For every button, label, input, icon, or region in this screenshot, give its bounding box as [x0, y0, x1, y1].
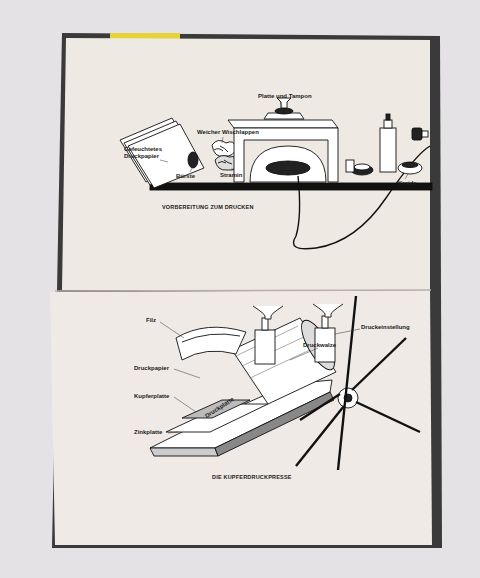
part-label: Druckpapier: [134, 365, 169, 372]
part-label: Stramin: [220, 172, 242, 179]
part-label: Filz: [146, 317, 156, 324]
part-label: Gefeuchtetes Druckpapier: [124, 146, 162, 160]
part-label: Kreide: [398, 180, 417, 187]
part-label: Platte und Tampon: [258, 93, 312, 100]
part-label: Druckeinstellung: [361, 324, 410, 331]
part-label: Druckwalze: [303, 342, 336, 349]
caption: DIE KUPFERDRUCKPRESSE: [212, 474, 292, 480]
part-label: Weicher Wischlappen: [197, 129, 259, 136]
part-label: Kupferplatte: [134, 393, 169, 400]
part-label: Zinkplatte: [134, 429, 162, 436]
part-label: Bürste: [176, 173, 195, 180]
caption: VORBEREITUNG ZUM DRUCKEN: [162, 204, 254, 210]
